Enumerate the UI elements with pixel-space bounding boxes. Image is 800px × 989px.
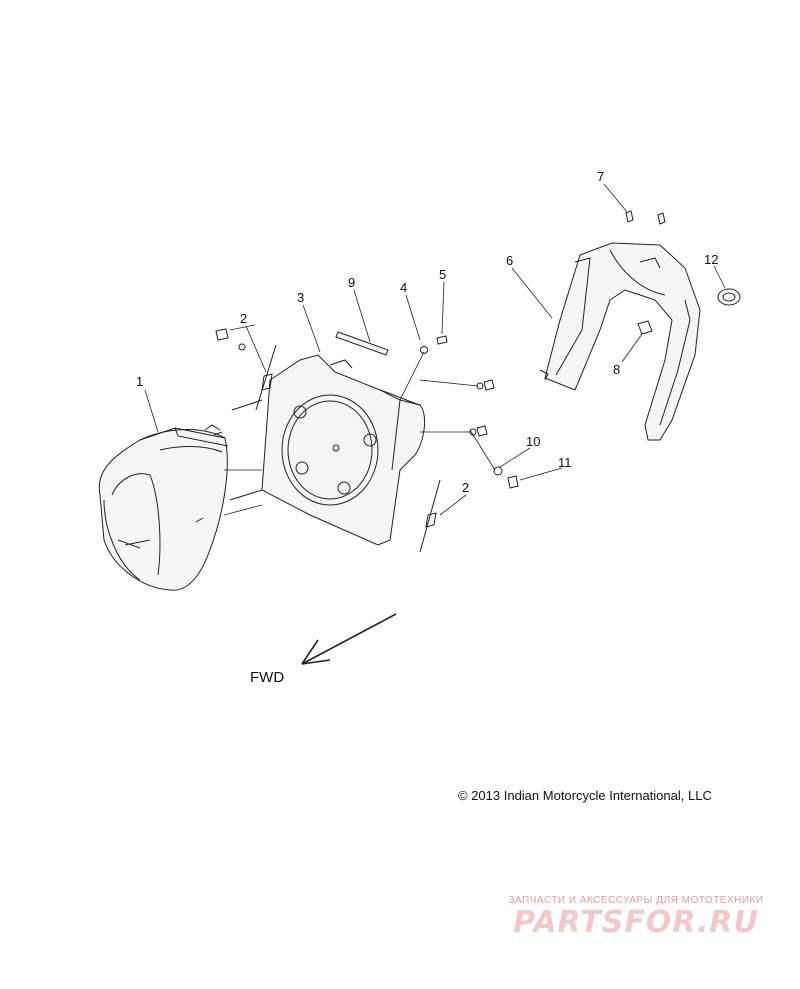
fwd-label: FWD	[250, 669, 284, 686]
side-fasteners	[469, 379, 495, 437]
part-1-nacelle	[98, 424, 229, 591]
callout-5: 5	[439, 267, 446, 282]
part-7-screws	[625, 210, 666, 225]
part-10-washer	[493, 466, 503, 476]
callout-6: 6	[506, 253, 513, 268]
callout-1: 1	[136, 374, 143, 389]
callout-4: 4	[400, 280, 407, 295]
watermark-logo: PARTSFOR.RU	[513, 905, 759, 940]
callout-12: 12	[704, 252, 718, 267]
part-2-cable-tie-lower	[419, 479, 441, 553]
part-3-inner-fairing	[229, 354, 426, 546]
callout-9: 9	[348, 275, 355, 290]
fwd-arrow	[301, 613, 397, 665]
callout-2-lower: 2	[462, 480, 469, 495]
part-11-bolt	[507, 475, 519, 489]
alignment-lines	[223, 324, 496, 516]
callout-10: 10	[526, 434, 540, 449]
callout-3: 3	[297, 290, 304, 305]
part-12-grommet	[717, 288, 741, 306]
copyright-notice: © 2013 Indian Motorcycle International, …	[458, 788, 712, 803]
part-9-rod	[335, 331, 389, 356]
callout-11: 11	[558, 455, 572, 470]
watermark-tagline: ЗАПЧАСТИ И АКСЕССУАРЫ ДЛЯ МОТОТЕХНИКИ	[508, 895, 764, 906]
part-5-screw	[436, 335, 448, 345]
part-4-washer	[420, 346, 428, 354]
part-6-rear-cover	[539, 242, 701, 441]
part-2-cable-tie-upper	[215, 328, 277, 411]
callout-2-upper: 2	[240, 311, 247, 326]
callout-7: 7	[597, 169, 604, 184]
callout-labels: 1 2 2 3 4 5 6 7 8 9 10 11 12 FWD	[136, 169, 718, 686]
callout-8: 8	[613, 362, 620, 377]
leader-lines	[144, 183, 726, 516]
part-8-clip	[637, 320, 653, 335]
